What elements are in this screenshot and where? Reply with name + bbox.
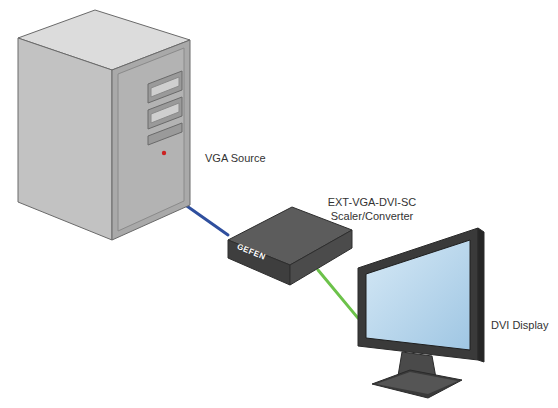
device-label: EXT-VGA-DVI-SC Scaler/Converter — [322, 195, 422, 223]
converter-node: EXT-VGA-DVI-SC Scaler/ConverterGEFEN — [228, 205, 352, 270]
brand-logo: GEFEN — [236, 242, 267, 262]
dvi-monitor — [358, 228, 484, 398]
pc-tower-node: VGA Source — [18, 10, 190, 180]
device-label: DVI Display — [491, 318, 548, 332]
pc-tower — [18, 10, 190, 240]
device-label: VGA Source — [205, 151, 266, 165]
monitor-node: DVI Display — [358, 228, 480, 398]
cable — [318, 270, 358, 318]
